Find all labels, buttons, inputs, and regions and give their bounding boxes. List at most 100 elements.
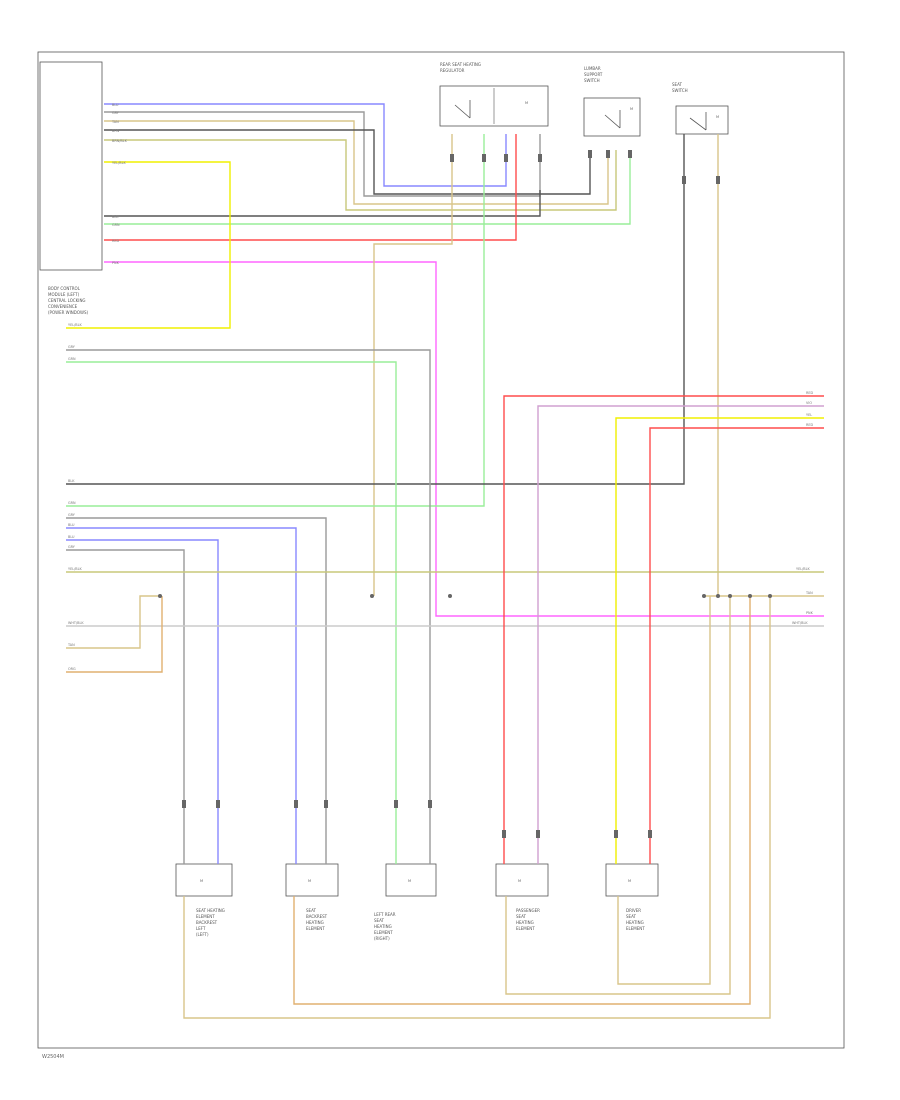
wire-group-right [503,395,824,864]
wire-label-yel-blk: YEL/BLK [112,161,126,165]
bottom-component-3-label-1: LEFT REAR [374,912,396,917]
wire-red-right-1 [503,395,824,864]
bottom-component-5-box [605,863,659,897]
wire-group-vertical [66,134,719,596]
bottom-component-4-inner: M [518,879,521,883]
top-component-3-label-1: SEAT [672,82,682,87]
bottom-component-5-label-3: HEATING [626,920,644,925]
bottom-component-5: M DRIVER SEAT HEATING ELEMENT [605,863,659,931]
top-component-2-label-1: LUMBAR [584,66,601,71]
wire-label-vio: VIO [806,401,812,405]
connector-pins [158,150,772,838]
wire-ground-4 [617,596,711,985]
wire-label-yel: YEL [806,413,812,417]
wire-label-gry-2: GRY [68,345,76,349]
wire-blk-top [104,190,541,217]
bottom-component-4-label-1: PASSENGER [516,908,540,913]
bottom-component-2-label-2: BACKREST [306,914,328,919]
top-component-2-box [583,97,641,137]
left-module-label-3: CENTRAL LOCKING [48,298,86,303]
bottom-component-1-inner: M [200,879,203,883]
bottom-component-3-inner: M [408,879,411,883]
bottom-component-1: M SEAT HEATING ELEMENT BACKREST LEFT (LE… [175,863,233,937]
wire-label-grn-2: GRN [68,357,76,361]
wire-vio-right [537,405,824,864]
wire-label-yel-blk-4: YEL/BLK [796,567,810,571]
bottom-component-3-box [385,863,437,897]
bottom-component-4: M PASSENGER SEAT HEATING ELEMENT [495,863,549,931]
wire-gry-left-2 [66,517,327,864]
bottom-component-1-box [175,863,233,897]
bottom-component-3: M LEFT REAR SEAT HEATING ELEMENT (RIGHT) [374,863,437,941]
wire-olive-top [104,139,617,211]
top-component-2: LUMBAR SUPPORT SWITCH M [583,66,641,137]
wire-group-left [66,349,824,864]
wire-grn-vertical [66,134,485,507]
wire-gry-top [104,111,541,197]
wire-tan-vertical [373,134,453,596]
wire-blk-sw [66,134,685,485]
wire-label-blu-3: BLU [68,535,75,539]
bottom-component-2-label-4: ELEMENT [306,926,325,931]
bottom-component-4-box [495,863,549,897]
bottom-component-5-inner: M [628,879,631,883]
wire-label-grn-3: GRN [68,501,76,505]
bottom-component-2: M SEAT BACKREST HEATING ELEMENT [285,863,339,931]
bottom-component-3-label-2: SEAT [374,918,384,923]
wire-brn-top [104,129,591,195]
wire-label-gry-3: GRY [68,513,76,517]
wire-label-brn: BRN [112,129,120,133]
wire-yel-top [66,161,231,329]
bottom-component-1-label-1: SEAT HEATING [196,908,225,913]
bottom-component-1-label-5: (LEFT) [196,932,209,937]
wire-label-pnk-2: PNK [806,611,814,615]
wire-label-blu-2: BLU [68,523,75,527]
wire-red-top [104,134,517,241]
left-module-label-5: (POWER WINDOWS) [48,310,89,315]
wire-group-top [66,103,824,617]
diagram-code: W2504M [42,1054,64,1060]
bottom-component-2-box [285,863,339,897]
top-component-3-inner: M [716,115,719,119]
left-module-box [39,61,103,271]
top-component-2-label-3: SWITCH [584,78,600,83]
wire-label-brn-blk: BRN/BLK [112,139,128,143]
bottom-component-2-label-3: HEATING [306,920,324,925]
bottom-component-4-label-3: HEATING [516,920,534,925]
bottom-component-2-inner: M [308,879,311,883]
top-component-3-label-2: SWITCH [672,88,688,93]
wire-pnk-top [104,261,824,617]
wire-group-bottom [183,596,771,1019]
wire-ground-3 [505,596,731,995]
top-component-1-label-1: REAR SEAT HEATING [440,62,481,67]
bottom-component-5-label-4: ELEMENT [626,926,645,931]
top-component-3-box [675,105,729,135]
wire-grn-left [66,361,397,864]
left-module-label-1: BODY CONTROL [48,286,81,291]
bottom-component-1-label-2: ELEMENT [196,914,215,919]
wire-tan-top [104,120,609,205]
wire-red-right-2 [649,427,824,864]
wire-label-red: RED [112,239,119,243]
bottom-component-3-label-5: (RIGHT) [374,936,390,941]
wire-label-gry: GRY [112,111,120,115]
wire-yel-right [615,417,824,864]
wire-label-blu: BLU [112,103,119,107]
wire-label-tan-2: TAN [67,643,75,647]
wire-label-pnk: PNK [112,261,120,265]
left-module-label-2: MODULE (LEFT) [48,292,80,297]
wire-label-yel-blk-2: YEL/BLK [68,323,82,327]
wire-label-red-3: RED [806,423,813,427]
wire-org-left [66,596,163,673]
wire-tan-left-1 [66,595,160,649]
top-component-3: SEAT SWITCH M [672,82,729,135]
wire-label-red-2: RED [806,391,813,395]
left-control-module: BODY CONTROL MODULE (LEFT) CENTRAL LOCKI… [39,61,103,315]
wire-gry-left [66,349,431,864]
bottom-component-4-label-2: SEAT [516,914,526,919]
wire-label-gry-4: GRY [68,545,76,549]
top-component-1-inner: M [525,101,528,105]
top-component-1-label-2: REGULATOR [440,68,465,73]
wire-blu-left [66,527,297,864]
